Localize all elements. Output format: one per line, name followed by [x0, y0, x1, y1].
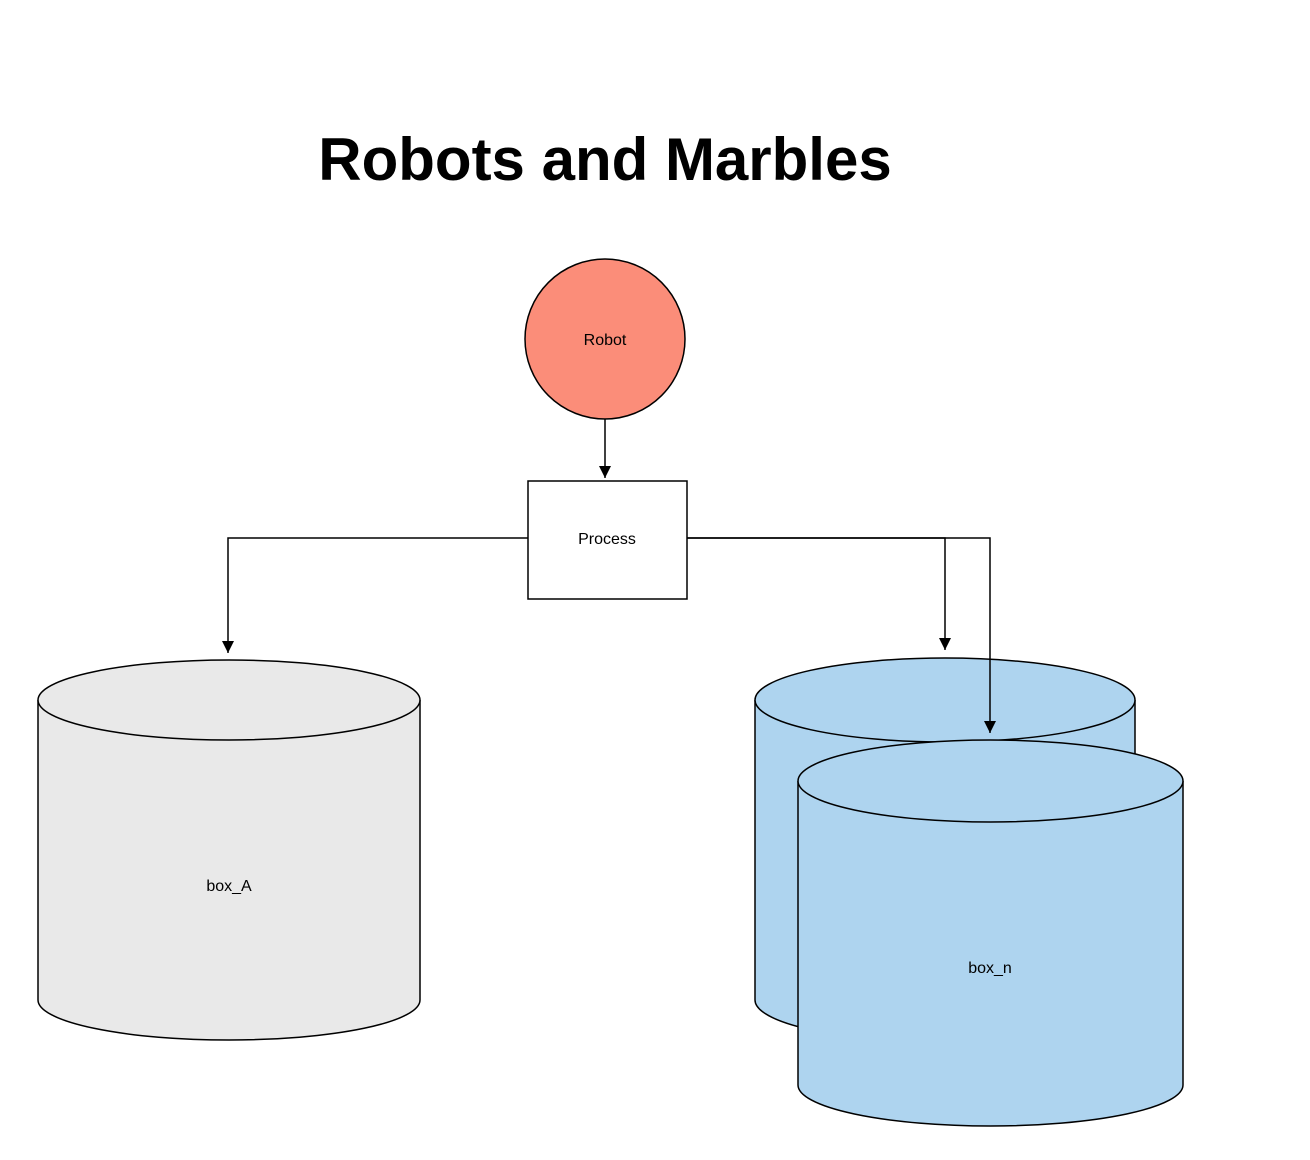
- edge-process-to-box-n-front: [687, 537, 996, 733]
- box-n-front-cylinder-top: [797, 739, 1184, 823]
- box-a-cylinder-body: [37, 700, 421, 1041]
- node-box-a: box_A: [37, 659, 421, 1041]
- box-a-label: box_A: [206, 878, 252, 895]
- robot-circle: [524, 258, 686, 420]
- node-robot: Robot: [524, 258, 686, 420]
- box-a-cylinder-top: [37, 659, 421, 741]
- diagram-title: Robots and Marbles: [318, 126, 891, 193]
- box-n-label: box_n: [968, 960, 1012, 977]
- box-n-back-cylinder-top: [754, 657, 1136, 743]
- node-box-n-front: box_n: [797, 739, 1184, 1127]
- robot-label: Robot: [584, 332, 627, 349]
- process-label: Process: [578, 531, 636, 548]
- edge-process-to-box-n-back: [687, 537, 951, 650]
- edge-process-to-box-a: [222, 537, 528, 653]
- process-rect: [527, 480, 688, 600]
- box-n-front-cylinder-body: [797, 781, 1184, 1127]
- node-process: Process: [527, 480, 688, 600]
